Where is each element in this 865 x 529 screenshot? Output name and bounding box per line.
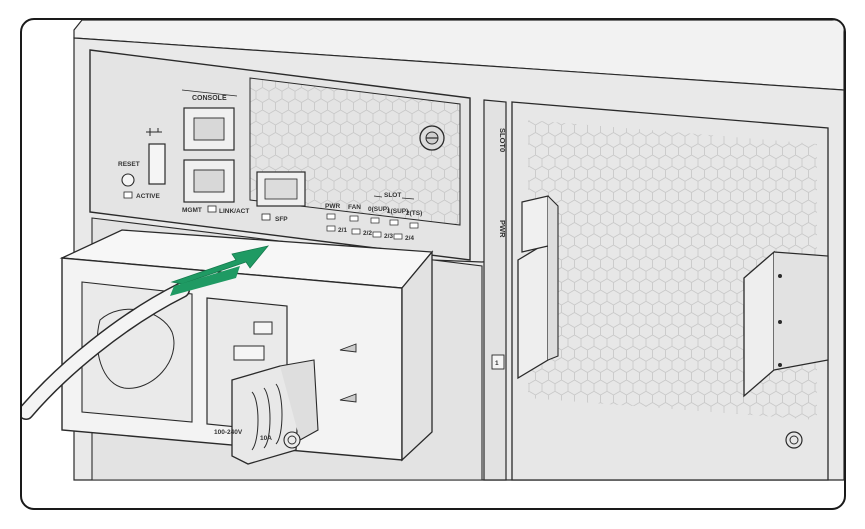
fan-led — [349, 215, 359, 222]
led-22 — [351, 228, 361, 235]
divider-panel — [483, 99, 507, 481]
slot-label: SLOT — [384, 192, 401, 199]
psu-inlet-pin — [253, 321, 273, 335]
sfp-led — [261, 213, 271, 221]
link-act-led — [207, 205, 217, 213]
console-label: CONSOLE — [192, 95, 227, 102]
psu-handle[interactable] — [22, 283, 189, 419]
slot-0-led — [370, 217, 380, 224]
psu-vent-1 — [339, 343, 357, 353]
usb-port[interactable] — [148, 143, 166, 185]
insert-arrow-icon — [170, 245, 270, 296]
active-label: ACTIVE — [136, 193, 161, 200]
sfp-cage — [264, 178, 298, 200]
psu-current-label: 10A — [260, 435, 272, 442]
pwr-label: PWR — [325, 203, 340, 210]
reset-label: RESET — [118, 161, 140, 168]
led-23 — [372, 231, 382, 238]
console-bracket — [181, 89, 238, 97]
link-act-label: LINK/ACT — [219, 208, 249, 215]
slot-2-label: 2(TS) — [406, 210, 422, 217]
sfp-label: SFP — [275, 216, 288, 223]
pwr-led — [326, 213, 336, 220]
filler-screw[interactable] — [785, 431, 803, 449]
psu-screw — [283, 431, 301, 449]
mgmt-label: MGMT — [182, 207, 202, 214]
slot-1-led — [389, 219, 399, 226]
slot-number: 1 — [495, 360, 499, 367]
slot-2-led — [409, 222, 419, 229]
psu-clip-side — [279, 359, 319, 441]
slot-0-label: 0(SUP) — [368, 206, 389, 213]
psu-inlet-slot — [233, 345, 265, 361]
slot-number-badge — [491, 354, 505, 370]
slot-label-top: SLOT0 — [498, 128, 507, 152]
reset-button[interactable] — [121, 173, 135, 187]
slot-bracket-left — [373, 195, 383, 198]
led-24 — [393, 233, 403, 240]
psu-side — [401, 250, 433, 462]
ejector-latch[interactable] — [517, 195, 559, 380]
psu-screw-inner — [287, 435, 297, 445]
psu-rating-label: 100-240V — [214, 429, 243, 436]
slot-bracket-right — [401, 197, 415, 200]
led-21-label: 2/1 — [338, 227, 347, 234]
active-led — [123, 191, 133, 199]
fan-label: FAN — [348, 204, 361, 211]
psu-installation-diagram: CONSOLE MGMT LINK/ACT RESET ACTIVE SFP P… — [22, 20, 844, 481]
usb-icon — [146, 128, 162, 136]
led-23-label: 2/3 — [384, 233, 393, 240]
led-22-label: 2/2 — [363, 230, 372, 237]
console-jack — [193, 117, 225, 141]
diagram-frame: CONSOLE MGMT LINK/ACT RESET ACTIVE SFP P… — [20, 18, 846, 510]
psu-vent-2 — [339, 393, 357, 403]
led-24-label: 2/4 — [405, 235, 414, 242]
led-21 — [326, 225, 336, 232]
psu-fan-grille — [81, 281, 193, 423]
filler-screw-inner — [789, 435, 799, 445]
power-supply-unit[interactable]: 100-240V 10A — [22, 229, 434, 465]
thumbscrew-icon[interactable] — [419, 125, 445, 151]
slot-label-bottom: PWR — [498, 220, 507, 238]
mgmt-jack — [193, 169, 225, 193]
filler-handle-right[interactable] — [743, 250, 829, 398]
slot-1-label: 1(SUP) — [387, 208, 408, 215]
psu-clip-ribs — [251, 383, 283, 451]
